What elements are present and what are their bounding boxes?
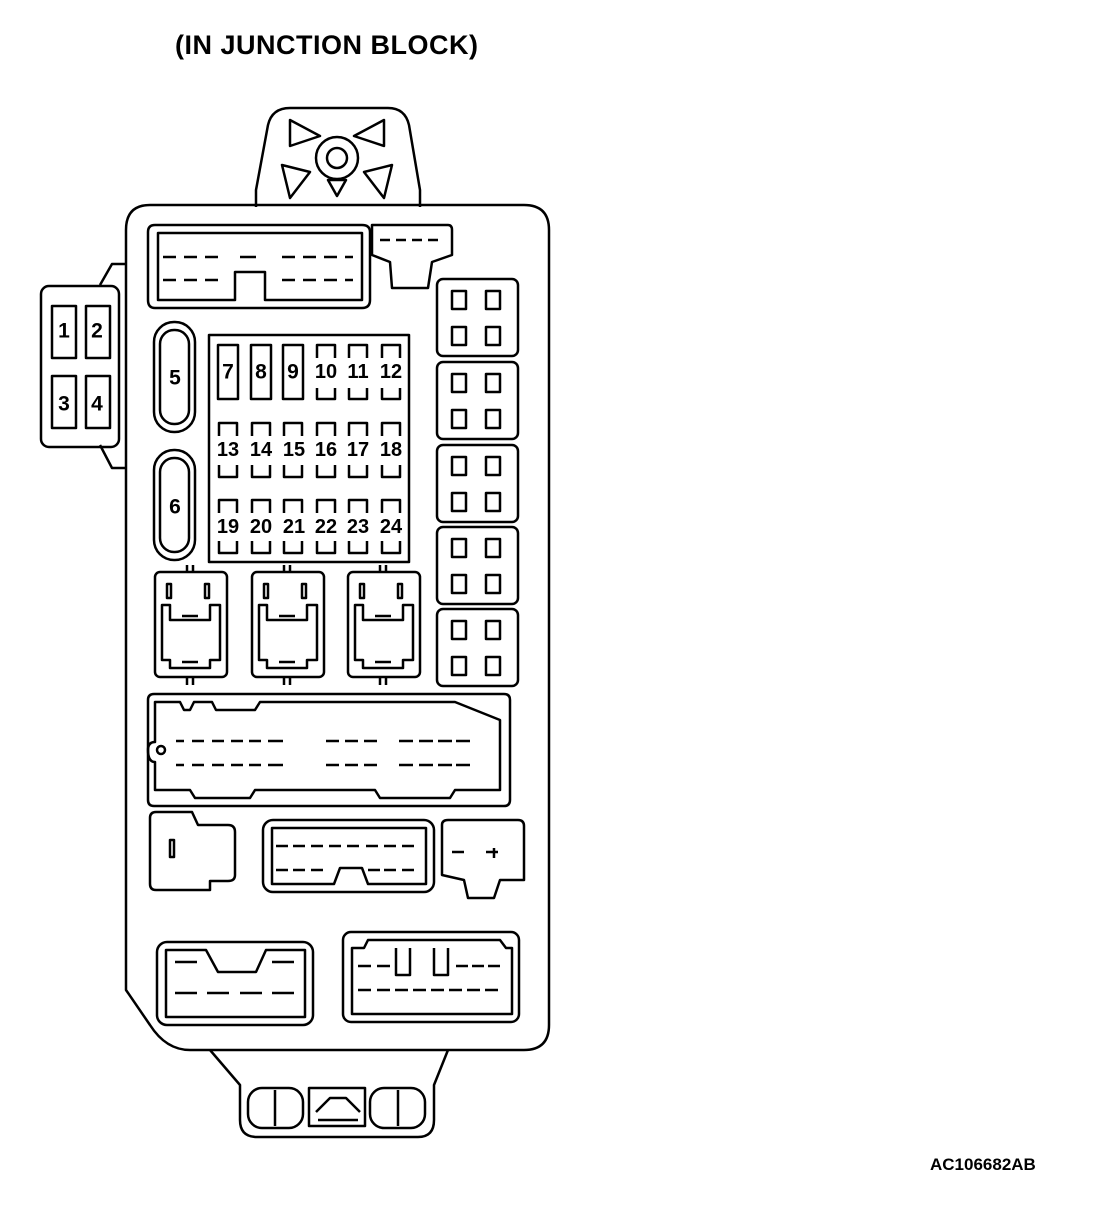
fuse-label-7: 7: [222, 361, 234, 384]
fuse-label-4: 4: [91, 393, 103, 416]
fuse-label-10: 10: [315, 361, 337, 383]
fuse-5-6-holders: [152, 320, 197, 562]
connector-bottom-left: [155, 940, 315, 1027]
junction-block-housing: [124, 203, 551, 1052]
fuse-label-2: 2: [91, 320, 103, 343]
connector-top-right: [370, 223, 454, 290]
diagram-title: (IN JUNCTION BLOCK): [175, 30, 479, 60]
fuse-label-16: 16: [315, 439, 337, 461]
fuse-label-20: 20: [250, 516, 272, 538]
fuse-label-15: 15: [283, 439, 305, 461]
top-mounting-bracket: [254, 106, 422, 207]
fuse-label-9: 9: [287, 361, 299, 384]
mid-relays: [153, 565, 422, 685]
connector-lower-middle: [261, 818, 436, 894]
fuse-slot-outlines: [216, 343, 402, 555]
fuse-label-18: 18: [380, 439, 402, 461]
fuse-label-14: 14: [250, 439, 273, 461]
fuse-label-23: 23: [347, 516, 369, 538]
fuse-label-5: 5: [169, 367, 181, 390]
right-relay-column: [435, 277, 520, 688]
fuse-label-1: 1: [58, 320, 70, 343]
connector-lower-left: [148, 810, 237, 892]
fuse-label-13: 13: [217, 439, 239, 461]
fuse-label-6: 6: [169, 496, 181, 519]
fuse-label-17: 17: [347, 439, 369, 461]
fuse-label-3: 3: [58, 393, 70, 416]
fuse-label-19: 19: [217, 516, 239, 538]
side-fuse-holder: [39, 262, 126, 470]
connector-top-left: [146, 223, 372, 310]
fuse-label-24: 24: [380, 516, 403, 538]
main-fuse-panel: [207, 333, 411, 564]
connector-long: [146, 692, 512, 808]
fuse-label-11: 11: [347, 361, 368, 383]
fuse-label-21: 21: [283, 516, 305, 538]
fuse-label-22: 22: [315, 516, 337, 538]
fuse-label-12: 12: [380, 361, 402, 383]
connector-lower-right: [440, 818, 526, 900]
fuse-label-8: 8: [255, 361, 267, 384]
connector-bottom-right: [341, 930, 521, 1024]
bottom-mounting-foot: [209, 1049, 450, 1139]
figure-code: AC106682AB: [930, 1155, 1036, 1174]
